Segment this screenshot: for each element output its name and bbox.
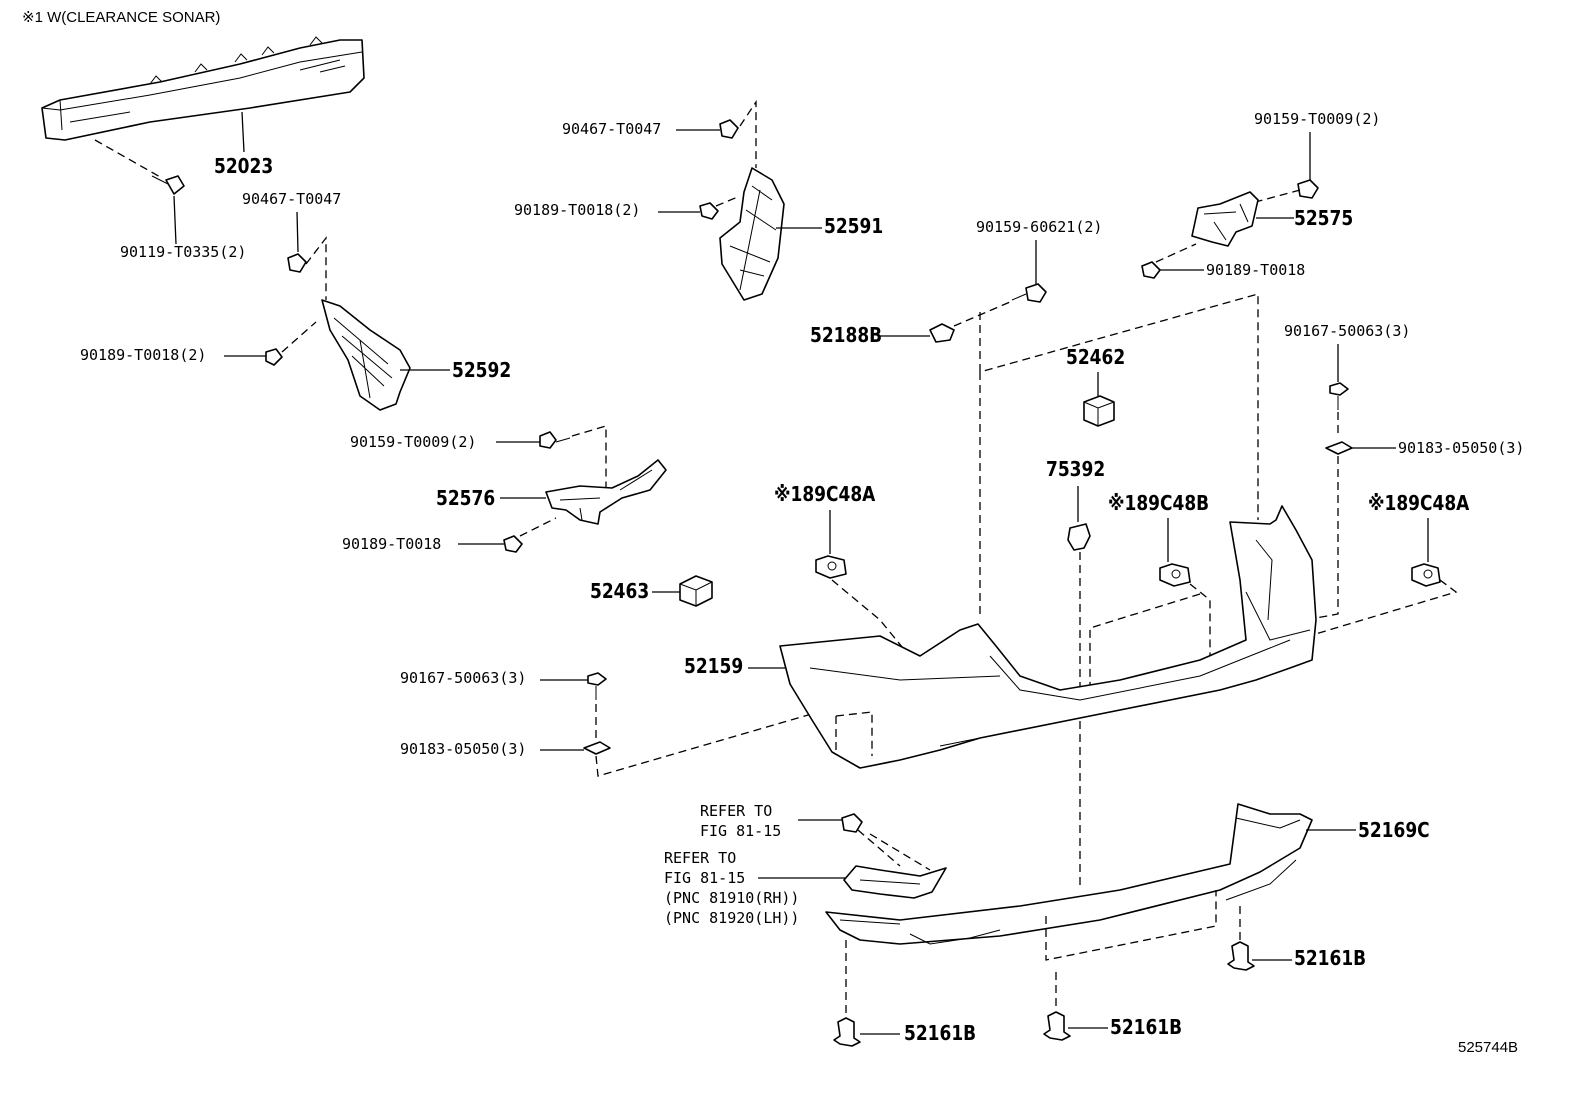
label-52575[interactable]: 52575	[1294, 206, 1354, 230]
clip-52188B[interactable]	[929, 323, 955, 343]
clip-90467-right[interactable]	[719, 119, 739, 139]
label-52169C[interactable]: 52169C	[1358, 818, 1430, 842]
sonar-sensor-right[interactable]	[1411, 563, 1441, 587]
label-90159-60621[interactable]: 90159-60621(2)	[976, 218, 1103, 236]
screw-90159-60621[interactable]	[1011, 283, 1047, 303]
clip-90189-upper-right[interactable]	[1141, 261, 1161, 279]
label-90159-T0009-left[interactable]: 90159-T0009(2)	[350, 433, 477, 451]
bolt-90119[interactable]	[151, 175, 185, 195]
clip-90189-right[interactable]	[699, 202, 719, 220]
label-52023[interactable]: 52023	[214, 154, 274, 178]
bracket-52576[interactable]	[545, 459, 667, 525]
label-52161B-center[interactable]: 52161B	[1110, 1015, 1183, 1039]
bracket-52591[interactable]	[719, 167, 785, 301]
reflector-assembly[interactable]	[843, 865, 947, 899]
label-90467-T0047-right[interactable]: 90467-T0047	[562, 120, 662, 138]
screw-90167-right[interactable]	[1329, 382, 1349, 410]
label-52161B-right[interactable]: 52161B	[1294, 946, 1367, 970]
bracket-52575[interactable]	[1191, 191, 1259, 247]
label-52462[interactable]: 52462	[1066, 345, 1126, 369]
clip-52161B-right[interactable]	[1227, 941, 1255, 971]
label-90189-T0018-2-right[interactable]: 90189-T0018(2)	[514, 201, 641, 219]
screw-90159-right[interactable]	[1297, 179, 1319, 199]
nut-90183-left[interactable]	[583, 741, 611, 755]
screw-refer-fig-81-15[interactable]	[841, 813, 863, 833]
pad-52462[interactable]	[1083, 395, 1115, 427]
label-189C48A-right[interactable]: ※189C48A	[1368, 491, 1470, 515]
sonar-sensor-left[interactable]	[815, 555, 847, 579]
clip-90467-left[interactable]	[287, 253, 307, 273]
sonar-sensor-center[interactable]	[1159, 563, 1191, 587]
nut-90183-right[interactable]	[1325, 441, 1353, 455]
label-90167-50063-left[interactable]: 90167-50063(3)	[400, 669, 527, 687]
label-90183-05050-right[interactable]: 90183-05050(3)	[1398, 439, 1525, 457]
label-52159[interactable]: 52159	[684, 654, 744, 678]
reinforcement-52023[interactable]	[41, 36, 365, 141]
screw-90159-left[interactable]	[539, 431, 571, 449]
clip-75392[interactable]	[1067, 523, 1091, 551]
clearance-sonar-note: ※1 W(CLEARANCE SONAR)	[22, 9, 221, 26]
label-90119-T0335[interactable]: 90119-T0335(2)	[120, 243, 247, 261]
refer-note-upper[interactable]: REFER TO FIG 81-15	[700, 802, 782, 840]
label-90189-T0018-lower-left[interactable]: 90189-T0018	[342, 535, 442, 553]
label-52161B-left[interactable]: 52161B	[904, 1021, 977, 1045]
label-189C48A-left[interactable]: ※189C48A	[774, 482, 876, 506]
label-52576[interactable]: 52576	[436, 486, 496, 510]
label-52592[interactable]: 52592	[452, 358, 512, 382]
label-52463[interactable]: 52463	[590, 579, 650, 603]
screw-90167-left[interactable]	[587, 672, 607, 700]
label-90159-T0009-right[interactable]: 90159-T0009(2)	[1254, 110, 1381, 128]
label-90167-50063-right[interactable]: 90167-50063(3)	[1284, 322, 1411, 340]
clip-90189-left[interactable]	[265, 348, 283, 366]
bumper-cover-52159[interactable]	[779, 505, 1317, 769]
label-52591[interactable]: 52591	[824, 214, 884, 238]
label-90183-05050-left[interactable]: 90183-05050(3)	[400, 740, 527, 758]
clip-90189-lower-left[interactable]	[503, 535, 523, 553]
pad-52463[interactable]	[679, 575, 713, 607]
clip-52161B-center[interactable]	[1043, 1011, 1071, 1041]
label-189C48B[interactable]: ※189C48B	[1108, 491, 1210, 515]
label-75392[interactable]: 75392	[1046, 457, 1106, 481]
label-52188B[interactable]: 52188B	[810, 323, 883, 347]
label-90189-T0018-upper-right[interactable]: 90189-T0018	[1206, 261, 1306, 279]
label-90467-T0047-left[interactable]: 90467-T0047	[242, 190, 342, 208]
diagram-id: 525744B	[1458, 1039, 1519, 1056]
refer-note-lower[interactable]: REFER TO FIG 81-15 (PNC 81910(RH)) (PNC …	[664, 849, 800, 927]
clip-52161B-left[interactable]	[833, 1017, 861, 1047]
bracket-52592[interactable]	[321, 299, 411, 411]
spoiler-52169C[interactable]	[825, 803, 1313, 945]
label-90189-T0018-2-left[interactable]: 90189-T0018(2)	[80, 346, 207, 364]
